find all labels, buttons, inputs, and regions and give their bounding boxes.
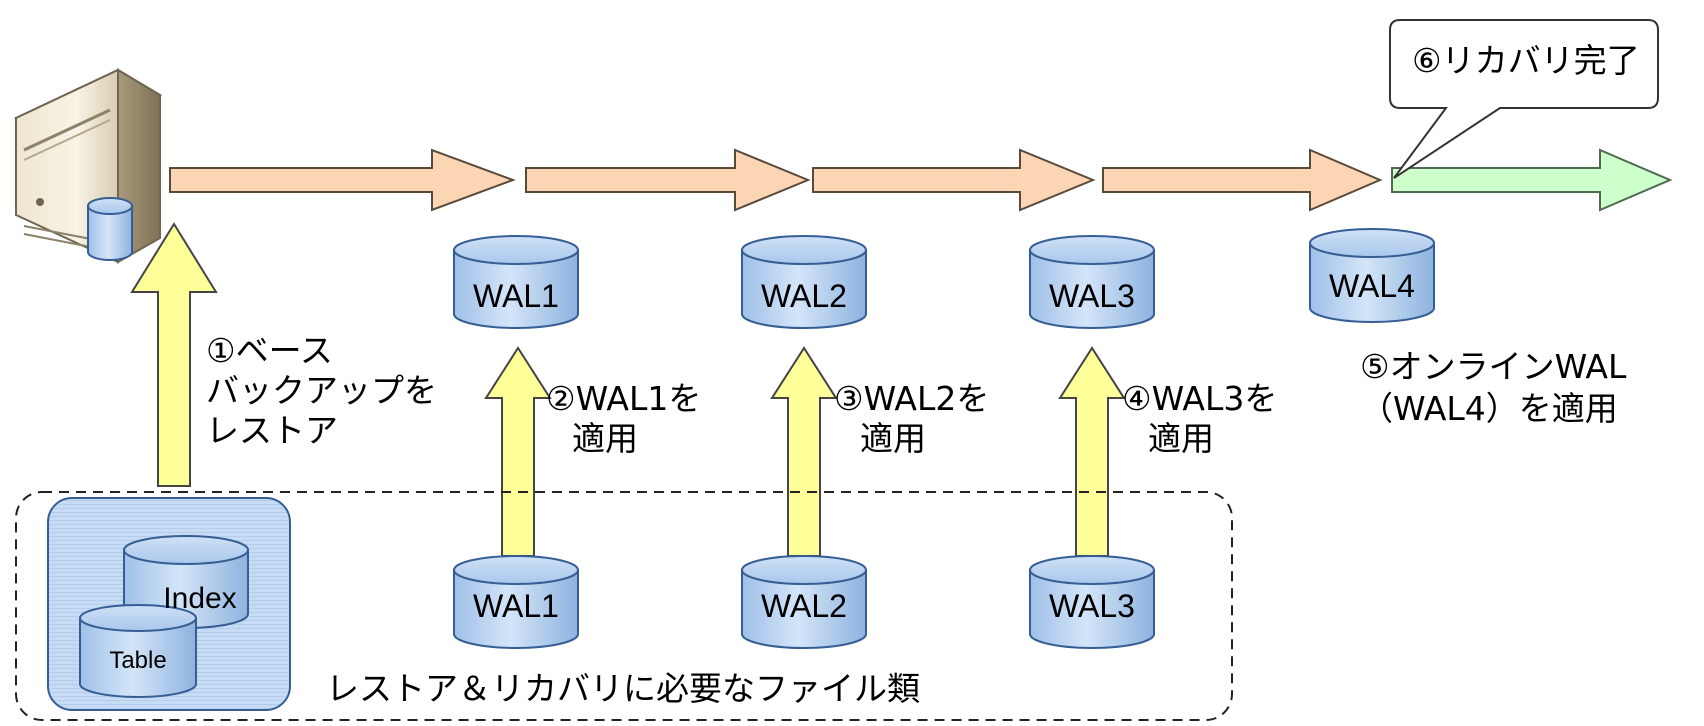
apply-wal3-arrow [1058,346,1126,557]
wal-top-2-cylinder [741,235,867,329]
table-cylinder [79,604,197,698]
files-caption: レストア＆リカバリに必要なファイル類 [326,669,920,708]
wal-top-3-cylinder [1029,235,1155,329]
wal-top-4-cylinder [1309,228,1435,323]
apply-wal1-arrow [484,346,552,557]
timeline-arrow-3 [812,148,1096,212]
apply-arrows [130,222,1126,557]
timeline-arrow-2 [525,148,811,212]
wal-bottom-3-label: WAL3 [1049,588,1135,624]
wal-top-cylinders [453,228,1435,329]
wal-bottom-1-label: WAL1 [473,588,559,624]
wal-bottom-2-label: WAL2 [761,588,847,624]
apply-wal2-arrow [770,346,838,557]
wal-top-2-label: WAL2 [761,278,847,314]
index-label: Index [163,582,237,615]
timeline-arrow-4 [1102,148,1383,212]
wal-top-4-label: WAL4 [1329,268,1415,304]
wal-top-3-label: WAL3 [1049,278,1135,314]
files-region [15,491,1233,721]
restore-up-arrow [130,222,218,487]
wal-bottom-1-cylinder [453,555,579,649]
wal-bottom-2-cylinder [741,555,867,649]
timeline [169,148,1673,212]
recovery-done-label: ⑥リカバリ完了 [1412,41,1640,80]
recovery-done-callout [1389,19,1659,179]
timeline-arrow-1 [169,148,516,212]
wal-top-1-label: WAL1 [473,278,559,314]
wal-bottom-cylinders [453,555,1155,649]
wal-bottom-3-cylinder [1029,555,1155,649]
database-icon [87,197,133,261]
wal-top-1-cylinder [453,235,579,329]
timeline-arrow-final [1391,148,1673,212]
table-label: Table [109,647,167,674]
